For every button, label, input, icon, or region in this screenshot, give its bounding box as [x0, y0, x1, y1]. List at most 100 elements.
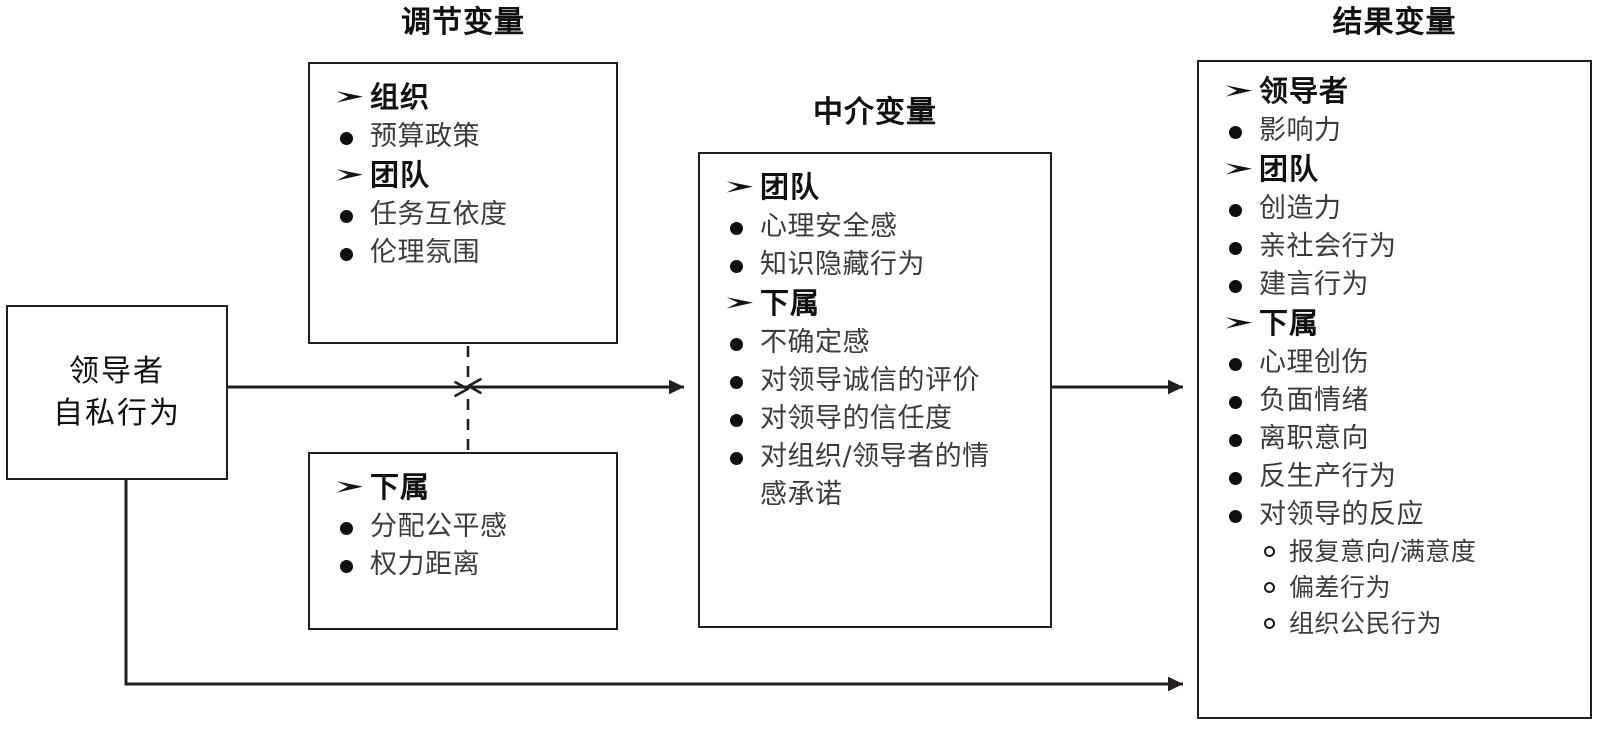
filled-bullet-icon: [726, 362, 760, 400]
caption-outcome: 结果变量: [1332, 5, 1457, 40]
source-node-line1: 领导者: [69, 353, 165, 389]
list-item: 对领导的信任度: [726, 400, 1040, 438]
harpoon-arrow-icon: [1225, 304, 1259, 342]
list-item: 创造力: [1225, 190, 1580, 228]
filled-bullet-icon: [336, 118, 370, 156]
harpoon-arrow-icon: [726, 284, 760, 322]
filled-bullet-icon: [1225, 228, 1259, 266]
list-item-label: 对领导诚信的评价: [760, 365, 980, 396]
list-item: 任务互依度: [336, 196, 606, 234]
list-item: 对组织/领导者的情感承诺: [726, 438, 1040, 514]
sub-list-item: 报复意向/满意度: [1261, 534, 1580, 570]
filled-bullet-icon: [336, 508, 370, 546]
group-team: 团队: [726, 168, 1040, 206]
list-item-label: 心理创伤: [1259, 347, 1369, 378]
group-leader: 领导者: [1225, 72, 1580, 110]
list-item-label: 知识隐藏行为: [760, 249, 925, 280]
panel-outcome[interactable]: 领导者 影响力 团队 创造力 亲社会行为 建言行为 下属: [1197, 60, 1592, 719]
filled-bullet-icon: [726, 324, 760, 362]
list-item-label: 对领导的信任度: [760, 403, 953, 434]
sub-list-item-label: 报复意向/满意度: [1289, 537, 1477, 566]
list-item: 权力距离: [336, 546, 606, 584]
filled-bullet-icon: [336, 196, 370, 234]
filled-bullet-icon: [1225, 420, 1259, 458]
group-subordinate: 下属: [1225, 304, 1580, 342]
list-item: 对领导诚信的评价: [726, 362, 1040, 400]
filled-bullet-icon: [1225, 190, 1259, 228]
list-item-label: 分配公平感: [370, 511, 508, 542]
list-item: 心理创伤: [1225, 344, 1580, 382]
list-item: 分配公平感: [336, 508, 606, 546]
list-item: 影响力: [1225, 112, 1580, 150]
harpoon-arrow-icon: [1225, 72, 1259, 110]
list-item-label: 反生产行为: [1259, 461, 1397, 492]
group-label: 团队: [1259, 152, 1320, 186]
list-item: 伦理氛围: [336, 234, 606, 272]
group-label: 下属: [760, 286, 821, 320]
filled-bullet-icon: [1225, 344, 1259, 382]
sub-list-item-label: 偏差行为: [1289, 573, 1392, 602]
sub-list-item: 组织公民行为: [1261, 606, 1580, 642]
source-node-line2: 自私行为: [53, 395, 181, 431]
filled-bullet-icon: [336, 546, 370, 584]
list-item-label: 不确定感: [760, 327, 870, 358]
panel-moderator-bottom[interactable]: 下属 分配公平感 权力距离: [308, 452, 618, 630]
list-item-label: 权力距离: [370, 549, 480, 580]
list-item-label: 心理安全感: [760, 211, 898, 242]
group-team: 团队: [336, 156, 606, 194]
list-item: 亲社会行为: [1225, 228, 1580, 266]
filled-bullet-icon: [726, 438, 760, 476]
filled-bullet-icon: [1225, 496, 1259, 534]
hollow-bullet-icon: [1261, 606, 1289, 642]
harpoon-arrow-icon: [336, 156, 370, 194]
list-item-label: 建言行为: [1259, 269, 1369, 300]
list-item-label: 对领导的反应: [1259, 499, 1424, 530]
filled-bullet-icon: [1225, 382, 1259, 420]
filled-bullet-icon: [1225, 458, 1259, 496]
group-subordinate: 下属: [336, 468, 606, 506]
group-organization: 组织: [336, 78, 606, 116]
list-item-label: 亲社会行为: [1259, 231, 1397, 262]
group-label: 团队: [760, 170, 821, 204]
list-item: 离职意向: [1225, 420, 1580, 458]
panel-mediator[interactable]: 团队 心理安全感 知识隐藏行为 下属 不确定感 对领导诚信的评价 对领导的信任度: [698, 152, 1052, 628]
harpoon-arrow-icon: [1225, 150, 1259, 188]
filled-bullet-icon: [726, 246, 760, 284]
list-item-label: 对组织/领导者的情感承诺: [760, 441, 990, 510]
group-label: 领导者: [1259, 74, 1350, 108]
list-item: 预算政策: [336, 118, 606, 156]
list-item-label: 影响力: [1259, 115, 1342, 146]
list-item-label: 任务互依度: [370, 199, 508, 230]
hollow-bullet-icon: [1261, 534, 1289, 570]
group-subordinate: 下属: [726, 284, 1040, 322]
list-item: 建言行为: [1225, 266, 1580, 304]
list-item: 心理安全感: [726, 208, 1040, 246]
node-leader-selfish-behavior[interactable]: 领导者 自私行为: [6, 305, 228, 480]
list-item-label: 离职意向: [1259, 423, 1369, 454]
caption-moderator: 调节变量: [401, 5, 525, 40]
filled-bullet-icon: [336, 234, 370, 272]
group-label: 团队: [370, 158, 431, 192]
sub-list-item-label: 组织公民行为: [1289, 609, 1443, 638]
group-team: 团队: [1225, 150, 1580, 188]
harpoon-arrow-icon: [336, 78, 370, 116]
group-label: 下属: [1259, 306, 1320, 340]
sub-list-item: 偏差行为: [1261, 570, 1580, 606]
group-label: 组织: [370, 80, 431, 114]
caption-mediator: 中介变量: [813, 95, 937, 130]
harpoon-arrow-icon: [726, 168, 760, 206]
harpoon-arrow-icon: [336, 468, 370, 506]
list-item-label: 预算政策: [370, 121, 480, 152]
filled-bullet-icon: [1225, 266, 1259, 304]
list-item-label: 负面情绪: [1259, 385, 1369, 416]
filled-bullet-icon: [1225, 112, 1259, 150]
list-item: 负面情绪: [1225, 382, 1580, 420]
list-item: 不确定感: [726, 324, 1040, 362]
list-item: 知识隐藏行为: [726, 246, 1040, 284]
group-label: 下属: [370, 470, 431, 504]
list-item-label: 创造力: [1259, 193, 1342, 224]
panel-moderator-top[interactable]: 组织 预算政策 团队 任务互依度 伦理氛围: [308, 62, 618, 344]
list-item-label: 伦理氛围: [370, 237, 480, 268]
filled-bullet-icon: [726, 400, 760, 438]
